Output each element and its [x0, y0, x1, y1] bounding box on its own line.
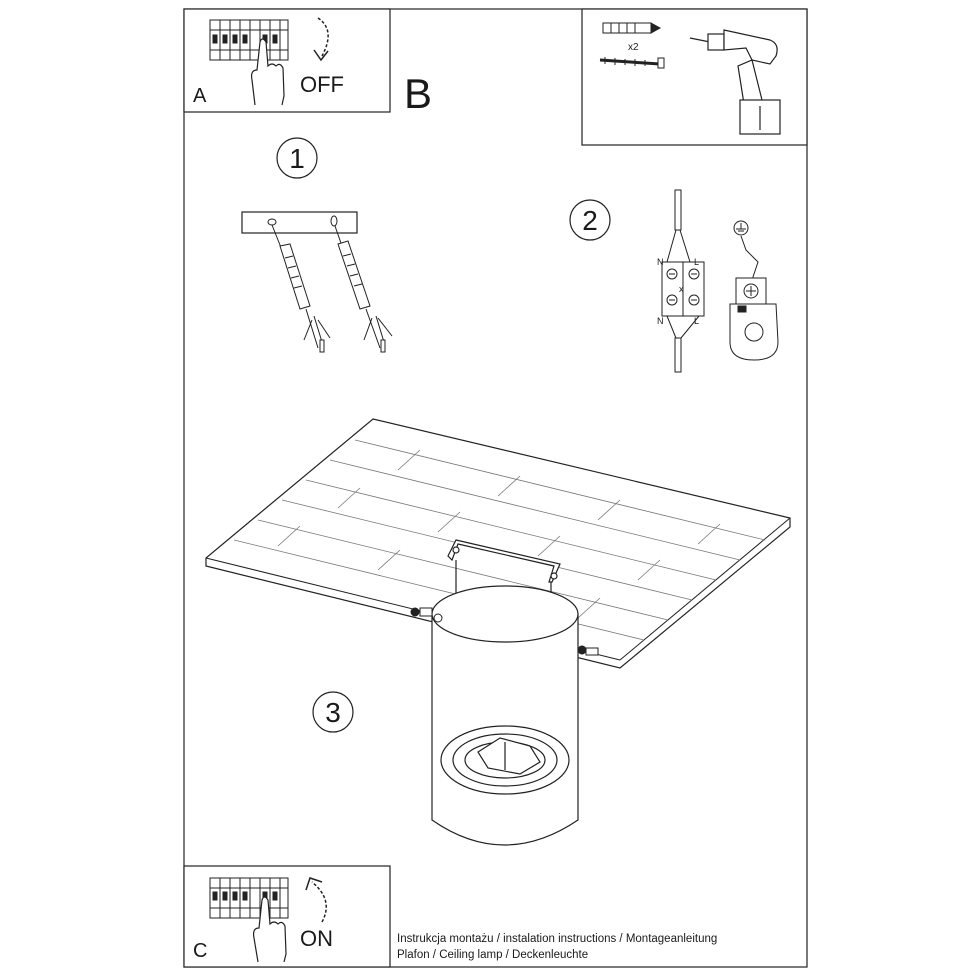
step-3-number: 3 — [325, 697, 341, 728]
wall-anchor-icon — [602, 22, 662, 34]
step-1: 1 — [241, 137, 393, 353]
footer-caption-line-1: Instrukcja montażu / instalation instruc… — [397, 933, 717, 945]
side-screw-right — [577, 645, 599, 656]
drill-icon — [689, 29, 781, 135]
step-2-number: 2 — [582, 205, 598, 236]
step-3: 3 — [205, 418, 791, 846]
step-3-badge — [312, 691, 354, 733]
lamp-cylinder — [431, 585, 579, 846]
arrow-up-icon — [311, 881, 327, 923]
screw-with-anchor-right — [334, 225, 393, 353]
panel-c-label: ON — [300, 926, 333, 951]
panel-b-letter: B — [404, 70, 432, 117]
terminal-block — [661, 189, 705, 373]
wire-label-l-bottom: L — [694, 316, 699, 326]
hand-pointer-icon — [250, 38, 285, 106]
footer-caption-line-2: Plafon / Ceiling lamp / Deckenleuchte — [397, 949, 588, 961]
step-1-badge — [276, 137, 318, 179]
hand-pointer-icon — [252, 896, 287, 963]
step-2: 2 N L x N L — [569, 189, 779, 373]
panel-a-label: OFF — [300, 72, 344, 97]
side-screw-left — [410, 607, 443, 623]
panel-a: A OFF — [183, 8, 391, 113]
mounting-plate — [241, 211, 358, 234]
screw-with-anchor-left — [271, 224, 331, 353]
panel-c-letter: C — [193, 940, 207, 962]
panel-c: C ON — [183, 865, 391, 968]
wire-label-n-bottom: N — [657, 316, 664, 326]
panel-a-letter: A — [193, 85, 207, 107]
screw-icon — [599, 57, 665, 69]
junction-mark: x — [679, 284, 684, 294]
step-2-badge — [569, 199, 611, 241]
ground-terminal — [729, 220, 779, 361]
wire-label-l-top: L — [694, 257, 699, 267]
sheet-frame — [183, 8, 808, 968]
anchor-count: x2 — [628, 42, 639, 53]
breaker-box-icon — [209, 877, 289, 919]
wire-label-n-top: N — [657, 257, 664, 267]
tools-panel: x2 — [581, 8, 808, 146]
breaker-box-icon — [209, 19, 289, 61]
step-1-number: 1 — [289, 143, 305, 174]
